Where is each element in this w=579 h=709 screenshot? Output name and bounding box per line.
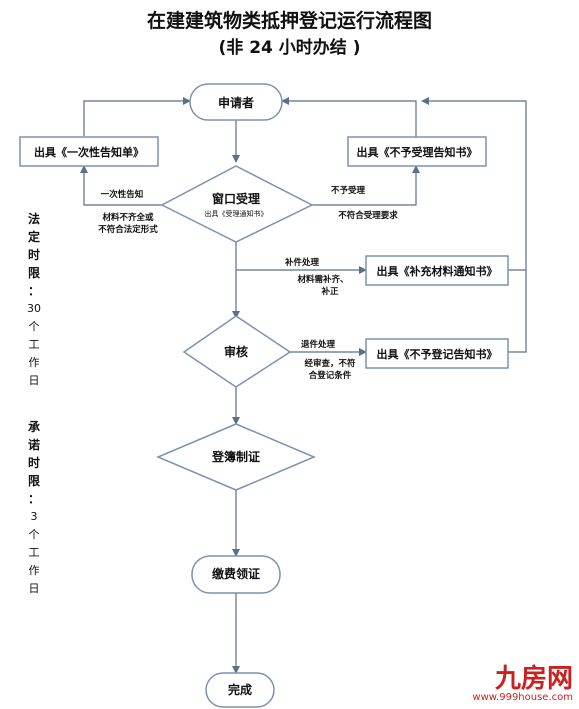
node-reject-accept xyxy=(347,136,487,167)
reject-accept-label: 出具《不予受理告知书》 xyxy=(357,145,478,159)
legal-days: 工 xyxy=(28,338,40,351)
legal-time-limit: 法 定 时 限 ： 30 个 工 作 日 xyxy=(24,210,44,390)
incomplete-label-2: 不符合法定形式 xyxy=(98,224,158,235)
incomplete-label-1: 材料不齐全或 xyxy=(101,212,154,223)
window-label: 窗口受理 xyxy=(212,191,260,206)
edge-loop-right xyxy=(421,97,527,353)
once-notice-label: 出具《一次性告知单》 xyxy=(34,145,144,159)
promise-days: 作 xyxy=(28,564,40,577)
page-title: 在建建筑物类抵押登记运行流程图 xyxy=(146,10,432,32)
legal-char: 时 xyxy=(27,248,40,262)
edge-window-reject xyxy=(312,165,420,206)
apply-label: 申请者 xyxy=(218,95,254,110)
watermark-logo: 九房网 www.999house.com xyxy=(472,666,573,703)
promise-days: 工 xyxy=(28,546,40,559)
promise-char: 限 xyxy=(27,474,40,488)
supp-reason-label-1: 材料需补齐、 xyxy=(296,274,348,285)
node-register xyxy=(156,423,316,491)
promise-char: 承 xyxy=(27,420,40,434)
done-label: 完成 xyxy=(228,682,252,697)
pay-label: 缴费领证 xyxy=(212,566,260,581)
edge-once-apply xyxy=(83,97,191,136)
return-process-label: 退件处理 xyxy=(301,339,336,350)
node-apply xyxy=(189,83,283,121)
watermark-url: www.999house.com xyxy=(472,692,573,703)
once-inform-label: 一次性告知 xyxy=(101,189,144,200)
promise-time-limit: 承 诺 时 限 ： 3 个 工 作 日 xyxy=(24,418,44,598)
legal-char: 定 xyxy=(27,230,40,244)
promise-char: ： xyxy=(27,492,40,506)
reject-register-label: 出具《不予登记告知书》 xyxy=(377,347,498,361)
window-sub-label: 出具《受理通知书》 xyxy=(205,209,268,218)
legal-days: 日 xyxy=(28,374,40,387)
node-review xyxy=(182,315,292,388)
promise-char: 诺 xyxy=(27,438,40,452)
watermark-brand: 九房网 xyxy=(494,664,573,694)
legal-char: ： xyxy=(27,284,40,298)
promise-char: 时 xyxy=(27,456,40,470)
promise-days: 3 xyxy=(30,510,38,523)
legal-char: 限 xyxy=(27,266,40,280)
supp-process-label: 补件处理 xyxy=(284,257,320,268)
review-label: 审核 xyxy=(224,344,248,359)
page-subtitle: (非 24 小时办结 ) xyxy=(218,38,361,58)
legal-char: 法 xyxy=(27,212,40,226)
edge-window-once xyxy=(80,165,162,206)
node-done xyxy=(205,672,275,708)
supplement-label: 出具《补充材料通知书》 xyxy=(377,264,498,278)
not-accept-label: 不予受理 xyxy=(331,185,366,196)
register-label: 登簿制证 xyxy=(211,449,260,464)
node-window xyxy=(160,165,314,243)
edge-reject-apply xyxy=(281,97,417,137)
legal-days: 30 xyxy=(27,302,41,315)
return-reason-label-1: 经审查，不符 xyxy=(304,358,356,369)
legal-days: 个 xyxy=(28,320,40,333)
node-once-notice xyxy=(19,136,159,167)
node-pay xyxy=(191,555,281,594)
node-supplement xyxy=(365,255,509,286)
legal-days: 作 xyxy=(28,356,40,369)
node-reject-register xyxy=(365,338,509,369)
promise-days: 个 xyxy=(28,528,40,541)
promise-days: 日 xyxy=(28,582,40,595)
supp-reason-label-2: 补正 xyxy=(320,286,339,297)
return-reason-label-2: 合登记条件 xyxy=(308,370,352,381)
not-meet-label: 不符合受理要求 xyxy=(338,210,398,221)
